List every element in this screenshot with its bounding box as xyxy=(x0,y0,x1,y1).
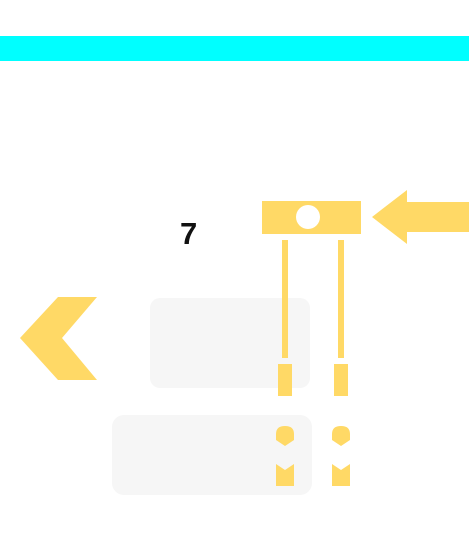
earphone-cable-icon xyxy=(262,201,361,486)
top-bar xyxy=(0,36,469,61)
device-button xyxy=(296,205,320,229)
chevron-left-icon[interactable] xyxy=(20,297,97,380)
cable-left xyxy=(282,240,288,358)
plug-left xyxy=(278,364,292,396)
plug-right xyxy=(334,364,348,396)
earbud-right-bottom xyxy=(332,464,350,486)
arrow-left-icon xyxy=(372,190,469,244)
cable-right xyxy=(338,240,344,358)
step-number: 7 xyxy=(180,216,198,251)
earbud-left-top xyxy=(276,426,294,446)
earbud-left-bottom xyxy=(276,464,294,486)
faded-device-icon xyxy=(112,298,312,495)
earbud-right-top xyxy=(332,426,350,446)
